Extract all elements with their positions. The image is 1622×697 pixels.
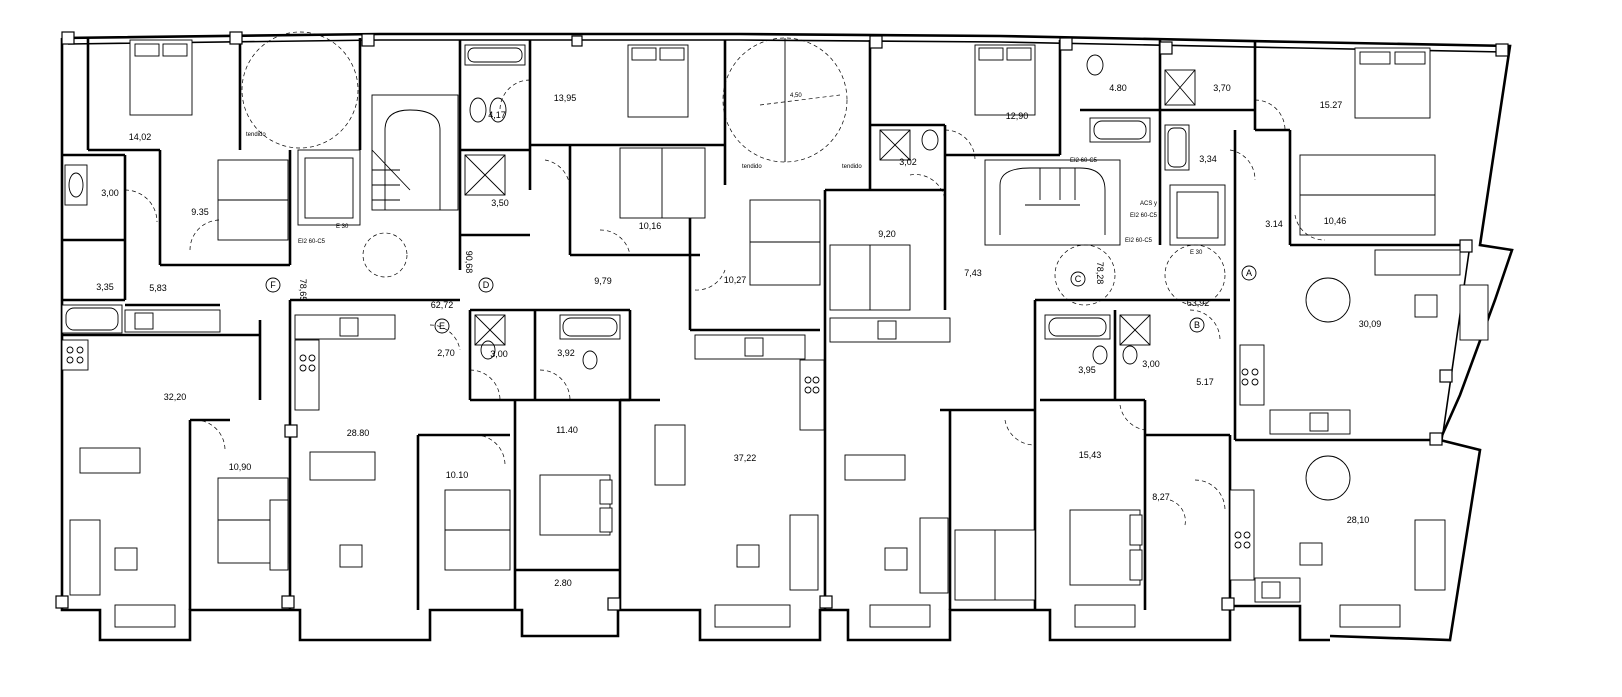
area-label: 14,02	[129, 132, 152, 142]
area-label: 3,70	[1213, 83, 1231, 93]
area-label: 62,72	[431, 300, 454, 310]
annotations: tendido tendido tendido E 30 EI2 60-C5 E…	[246, 93, 1203, 256]
marker-c: C	[1075, 274, 1082, 284]
area-label: 4.80	[1109, 83, 1127, 93]
area-label: 78,65	[298, 279, 308, 302]
interior-walls	[62, 38, 1470, 610]
note-fire-rating: EI2 60-C5	[1070, 158, 1098, 164]
marker-b: B	[1194, 320, 1200, 330]
area-label: 5,83	[149, 283, 167, 293]
area-label: 3.14	[1265, 219, 1283, 229]
area-label: 12,90	[1006, 111, 1029, 121]
bath-fixtures	[61, 44, 1196, 370]
area-label: 15,43	[1079, 450, 1102, 460]
area-label: 28,10	[1347, 515, 1370, 525]
area-label: 8,27	[1152, 492, 1170, 502]
marker-a: A	[1246, 268, 1252, 278]
area-label: 30,09	[1359, 319, 1382, 329]
area-label: 10,16	[639, 221, 662, 231]
area-label: 3,34	[1199, 154, 1217, 164]
note-tendido: tendido	[842, 164, 862, 170]
note-fire-door: E 30	[336, 224, 349, 230]
area-label: 37,22	[734, 453, 757, 463]
section-markers: F D E C A B	[265, 265, 1257, 334]
beds	[129, 39, 1436, 601]
area-label: 3,00	[1142, 359, 1160, 369]
note-fire-door: E 30	[1190, 250, 1203, 256]
area-label: 4,17	[488, 110, 506, 120]
living-furniture	[69, 249, 1489, 628]
note-fire-rating: EI2 60-C5	[298, 239, 326, 245]
area-label: 10,90	[229, 462, 252, 472]
area-label: 2.80	[554, 578, 572, 588]
marker-d: D	[483, 280, 490, 290]
area-label: 7,43	[964, 268, 982, 278]
area-label: 90,68	[464, 251, 474, 274]
staircases	[371, 94, 1121, 246]
note-tendido: tendido	[742, 164, 762, 170]
note-tendido: tendido	[246, 132, 266, 138]
elevators	[297, 149, 1226, 246]
note-acs: ACS y	[1140, 201, 1157, 207]
area-label: 5.17	[1196, 377, 1214, 387]
area-label: 3,50	[491, 198, 509, 208]
area-label: 3,00	[101, 188, 119, 198]
area-label: 3,95	[1078, 365, 1096, 375]
note-fire-rating: EI2 60-C5	[1125, 238, 1153, 244]
room-areas: 14,02 3,00 9.35 3,35 5,83 78,65 32,20 10…	[96, 83, 1381, 588]
area-label: 2,70	[437, 348, 455, 358]
area-label: 63,92	[1187, 298, 1210, 308]
kitchen-fixtures	[61, 309, 1351, 603]
area-label: 10,46	[1324, 216, 1347, 226]
area-label: 9,79	[594, 276, 612, 286]
area-label: 3,00	[490, 349, 508, 359]
area-label: 13,95	[554, 93, 577, 103]
note-dimension: 4,50	[790, 93, 802, 99]
area-label: 3,02	[899, 157, 917, 167]
area-label: 78,28	[1095, 262, 1105, 285]
area-label: 3,92	[557, 348, 575, 358]
area-label: 28.80	[347, 428, 370, 438]
structural-columns	[55, 31, 1509, 611]
area-label: 11.40	[556, 425, 578, 435]
marker-f: F	[270, 280, 276, 290]
area-label: 9,20	[878, 229, 896, 239]
marker-e: E	[439, 321, 445, 331]
area-label: 9.35	[191, 207, 209, 217]
door-swings	[124, 79, 1326, 526]
area-label: 10.10	[446, 470, 469, 480]
area-label: 3,35	[96, 282, 114, 292]
area-label: 32,20	[164, 392, 187, 402]
note-fire-rating: EI2 60-C5	[1130, 213, 1158, 219]
area-label: 15.27	[1320, 100, 1343, 110]
area-label: 10,27	[724, 275, 747, 285]
